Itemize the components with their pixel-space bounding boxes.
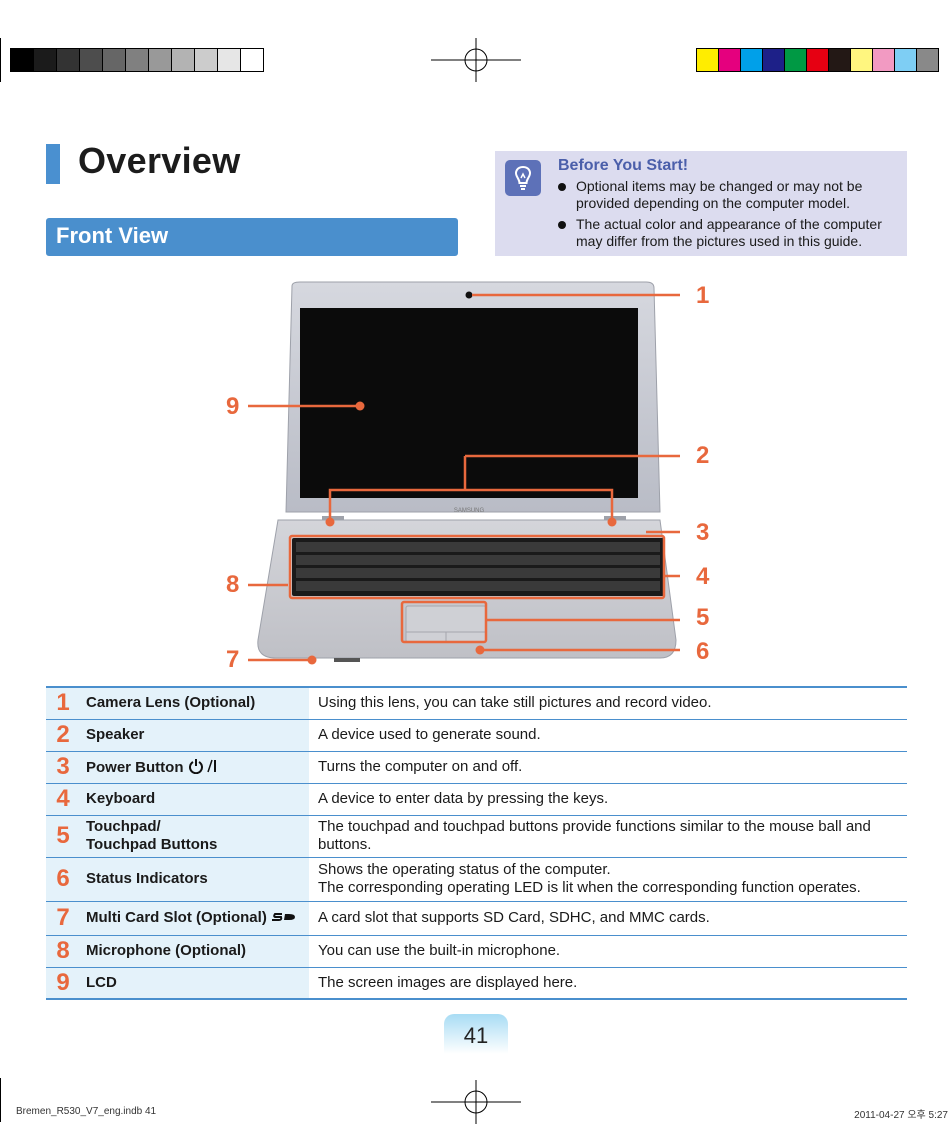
row-description-cell: Shows the operating status of the comput…	[309, 857, 907, 901]
laptop-illustration: SAMSUNG	[240, 280, 680, 670]
color-swatch	[11, 49, 34, 71]
tip-list: Optional items may be changed or may not…	[558, 178, 898, 254]
color-swatch	[241, 49, 263, 71]
color-swatch	[126, 49, 149, 71]
row-description: You can use the built-in microphone.	[309, 935, 907, 967]
row-label: Status Indicators	[80, 857, 309, 901]
table-row: 3 Power Button Turns the computer on and…	[46, 751, 907, 783]
color-swatch	[829, 49, 851, 71]
row-description: Using this lens, you can take still pict…	[309, 687, 907, 719]
row-number: 4	[46, 783, 80, 815]
tip-title: Before You Start!	[558, 157, 688, 175]
table-row: 9 LCD The screen images are displayed he…	[46, 967, 907, 999]
row-description: A device to enter data by pressing the k…	[309, 783, 907, 815]
color-swatch	[807, 49, 829, 71]
row-description: Shows the operating status of the comput…	[318, 861, 907, 879]
registration-mark-icon	[431, 1080, 521, 1124]
color-swatch	[57, 49, 80, 71]
row-number: 5	[46, 815, 80, 857]
tip-item: Optional items may be changed or may not…	[558, 178, 898, 212]
camera-lens-icon	[466, 292, 473, 299]
color-swatch	[917, 49, 938, 71]
page-title: Overview	[78, 140, 241, 182]
page-number: 41	[444, 1023, 508, 1049]
section-title: Front View	[56, 223, 168, 249]
grayscale-bar	[10, 48, 264, 72]
table-row: 1 Camera Lens (Optional) Using this lens…	[46, 687, 907, 719]
color-swatch	[34, 49, 57, 71]
row-number: 9	[46, 967, 80, 999]
row-description: The screen images are displayed here.	[309, 967, 907, 999]
color-swatch	[80, 49, 103, 71]
color-swatch	[719, 49, 741, 71]
row-number: 3	[46, 751, 80, 783]
row-number: 6	[46, 857, 80, 901]
callout-1: 1	[696, 282, 709, 310]
row-label: Power Button	[86, 759, 184, 776]
row-description: The touchpad and touchpad buttons provid…	[309, 815, 907, 857]
callout-7: 7	[226, 646, 239, 674]
power-icon	[188, 758, 216, 774]
row-description: Turns the computer on and off.	[309, 751, 907, 783]
footer-file-name: Bremen_R530_V7_eng.indb 41	[16, 1106, 156, 1117]
table-row: 4 Keyboard A device to enter data by pre…	[46, 783, 907, 815]
color-swatch	[697, 49, 719, 71]
laptop-brand: SAMSUNG	[454, 508, 485, 514]
crop-mark	[0, 1078, 1, 1122]
row-label: Microphone (Optional)	[80, 935, 309, 967]
row-number: 1	[46, 687, 80, 719]
color-swatch	[741, 49, 763, 71]
row-label: Touchpad/	[86, 818, 309, 836]
table-row: 6 Status Indicators Shows the operating …	[46, 857, 907, 901]
callout-9: 9	[226, 393, 239, 421]
crop-mark	[0, 38, 1, 82]
callout-6: 6	[696, 638, 709, 666]
callout-3: 3	[696, 519, 709, 547]
callout-8: 8	[226, 571, 239, 599]
callout-4: 4	[696, 563, 709, 591]
callout-5: 5	[696, 604, 709, 632]
row-label: Speaker	[80, 719, 309, 751]
color-swatch	[873, 49, 895, 71]
row-number: 7	[46, 901, 80, 935]
title-accent-bar	[46, 144, 60, 184]
row-number: 8	[46, 935, 80, 967]
color-swatch	[785, 49, 807, 71]
row-label-cell: Touchpad/ Touchpad Buttons	[80, 815, 309, 857]
table-row: 2 Speaker A device used to generate soun…	[46, 719, 907, 751]
color-swatch	[895, 49, 917, 71]
row-label-cell: Multi Card Slot (Optional)	[80, 901, 309, 935]
table-row: 5 Touchpad/ Touchpad Buttons The touchpa…	[46, 815, 907, 857]
color-swatch	[195, 49, 218, 71]
lightbulb-icon	[505, 160, 541, 196]
row-description: A card slot that supports SD Card, SDHC,…	[309, 901, 907, 935]
row-label: Keyboard	[80, 783, 309, 815]
color-swatch	[172, 49, 195, 71]
color-swatch	[763, 49, 785, 71]
sd-card-icon	[271, 911, 297, 923]
row-label-line2: Touchpad Buttons	[86, 836, 309, 854]
footer-timestamp: 2011-04-27 오후 5:27	[854, 1106, 948, 1121]
table-row: 7 Multi Card Slot (Optional) A card slot…	[46, 901, 907, 935]
row-label-cell: Power Button	[80, 751, 309, 783]
color-swatch	[103, 49, 126, 71]
color-calibration-bar	[696, 48, 939, 72]
color-swatch	[851, 49, 873, 71]
row-description: A device used to generate sound.	[309, 719, 907, 751]
row-number: 2	[46, 719, 80, 751]
color-swatch	[149, 49, 172, 71]
component-table: 1 Camera Lens (Optional) Using this lens…	[46, 686, 907, 1000]
tip-item: The actual color and appearance of the c…	[558, 216, 898, 250]
table-row: 8 Microphone (Optional) You can use the …	[46, 935, 907, 967]
registration-mark-icon	[431, 38, 521, 82]
row-label: Camera Lens (Optional)	[80, 687, 309, 719]
row-description-line2: The corresponding operating LED is lit w…	[318, 879, 907, 897]
row-label: Multi Card Slot (Optional)	[86, 909, 267, 926]
callout-2: 2	[696, 442, 709, 470]
color-swatch	[218, 49, 241, 71]
row-label: LCD	[80, 967, 309, 999]
